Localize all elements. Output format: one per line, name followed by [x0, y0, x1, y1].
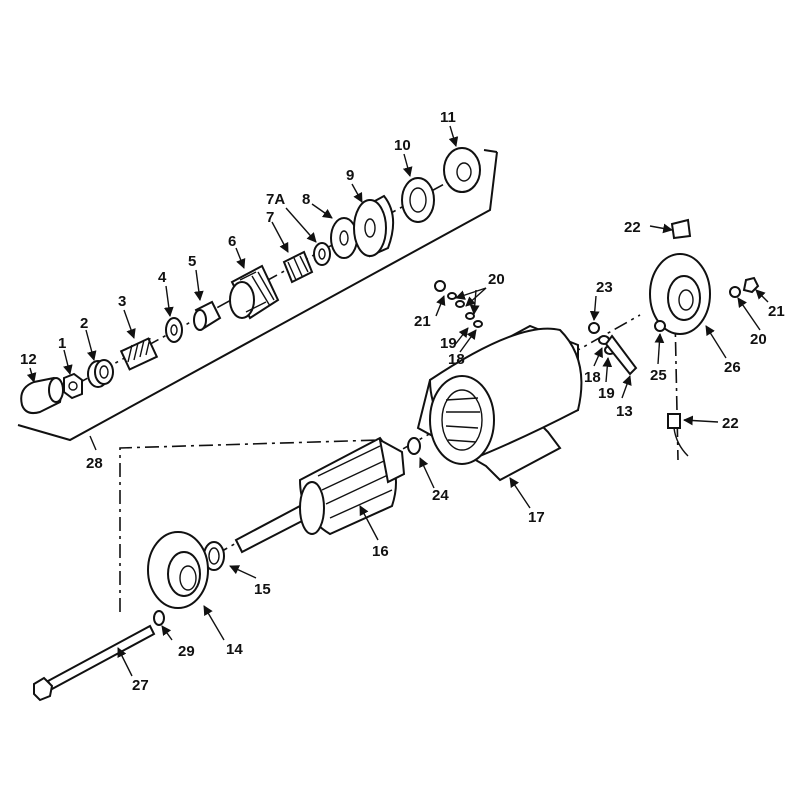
ring-part-10	[401, 177, 435, 223]
ring-part-7a	[313, 242, 331, 266]
callout-11: 11	[440, 109, 456, 126]
terminal-hardware	[588, 276, 760, 376]
callout-16: 16	[372, 543, 389, 560]
callout-labels: 12 1 2 3 4 5 6 7A 7 8 9 10 11 28 16 15 1…	[20, 109, 785, 694]
brush-part-22-bottom	[667, 413, 689, 457]
callout-28: 28	[86, 455, 103, 472]
callout-1: 1	[58, 335, 66, 352]
callout-21-right: 21	[768, 303, 785, 320]
callout-6: 6	[228, 233, 236, 250]
callout-20-left: 20	[488, 271, 505, 288]
callout-17: 17	[528, 509, 545, 526]
drive-pinion-part-6	[229, 264, 280, 320]
end-cap-part-14	[147, 531, 209, 609]
callout-19-left: 19	[440, 335, 457, 352]
callout-7: 7	[266, 209, 274, 226]
spacer-part-9	[353, 194, 395, 258]
callout-7a: 7A	[266, 191, 285, 208]
callout-15: 15	[254, 581, 271, 598]
armature-part-16	[234, 436, 406, 554]
callout-4: 4	[158, 269, 167, 286]
washer-part-4	[165, 317, 183, 343]
brush-part-22-top	[670, 218, 692, 240]
cap-part-12	[20, 376, 64, 415]
drive-assembly-bracket	[17, 149, 498, 442]
small-hardware-left	[434, 280, 483, 328]
callout-21-left: 21	[414, 313, 431, 330]
callout-26: 26	[724, 359, 741, 376]
spring-part-3	[119, 337, 159, 371]
callout-2: 2	[80, 315, 88, 332]
callout-19-right: 19	[598, 385, 615, 402]
callout-14: 14	[226, 641, 243, 658]
through-bolt-part-27	[33, 624, 156, 702]
commutator-end-head-part-26	[649, 253, 711, 335]
bushing-part-24	[407, 437, 421, 455]
callout-22-bottom: 22	[722, 415, 739, 432]
callout-23: 23	[596, 279, 613, 296]
leader-lines	[26, 125, 769, 677]
sleeve-part-5	[193, 300, 222, 331]
callout-27: 27	[132, 677, 149, 694]
frame-part-17	[416, 324, 583, 482]
washer-part-29	[153, 610, 165, 626]
callout-3: 3	[118, 293, 126, 310]
callout-12: 12	[20, 351, 37, 368]
callout-18-right: 18	[584, 369, 601, 386]
callout-13: 13	[616, 403, 633, 420]
callout-8: 8	[302, 191, 310, 208]
stop-collar-part-11	[443, 147, 481, 193]
callout-5: 5	[188, 253, 196, 270]
callout-10: 10	[394, 137, 411, 154]
callout-25: 25	[650, 367, 667, 384]
collar-part-2	[87, 359, 114, 388]
washer-part-8	[330, 217, 358, 259]
callout-24: 24	[432, 487, 449, 504]
pinion-gear-part-7	[282, 250, 314, 284]
callout-29: 29	[178, 643, 195, 660]
callout-18-left: 18	[448, 351, 465, 368]
nut-part-1	[63, 372, 83, 400]
callout-9: 9	[346, 167, 354, 184]
callout-22-top: 22	[624, 219, 641, 236]
callout-20-right: 20	[750, 331, 767, 348]
